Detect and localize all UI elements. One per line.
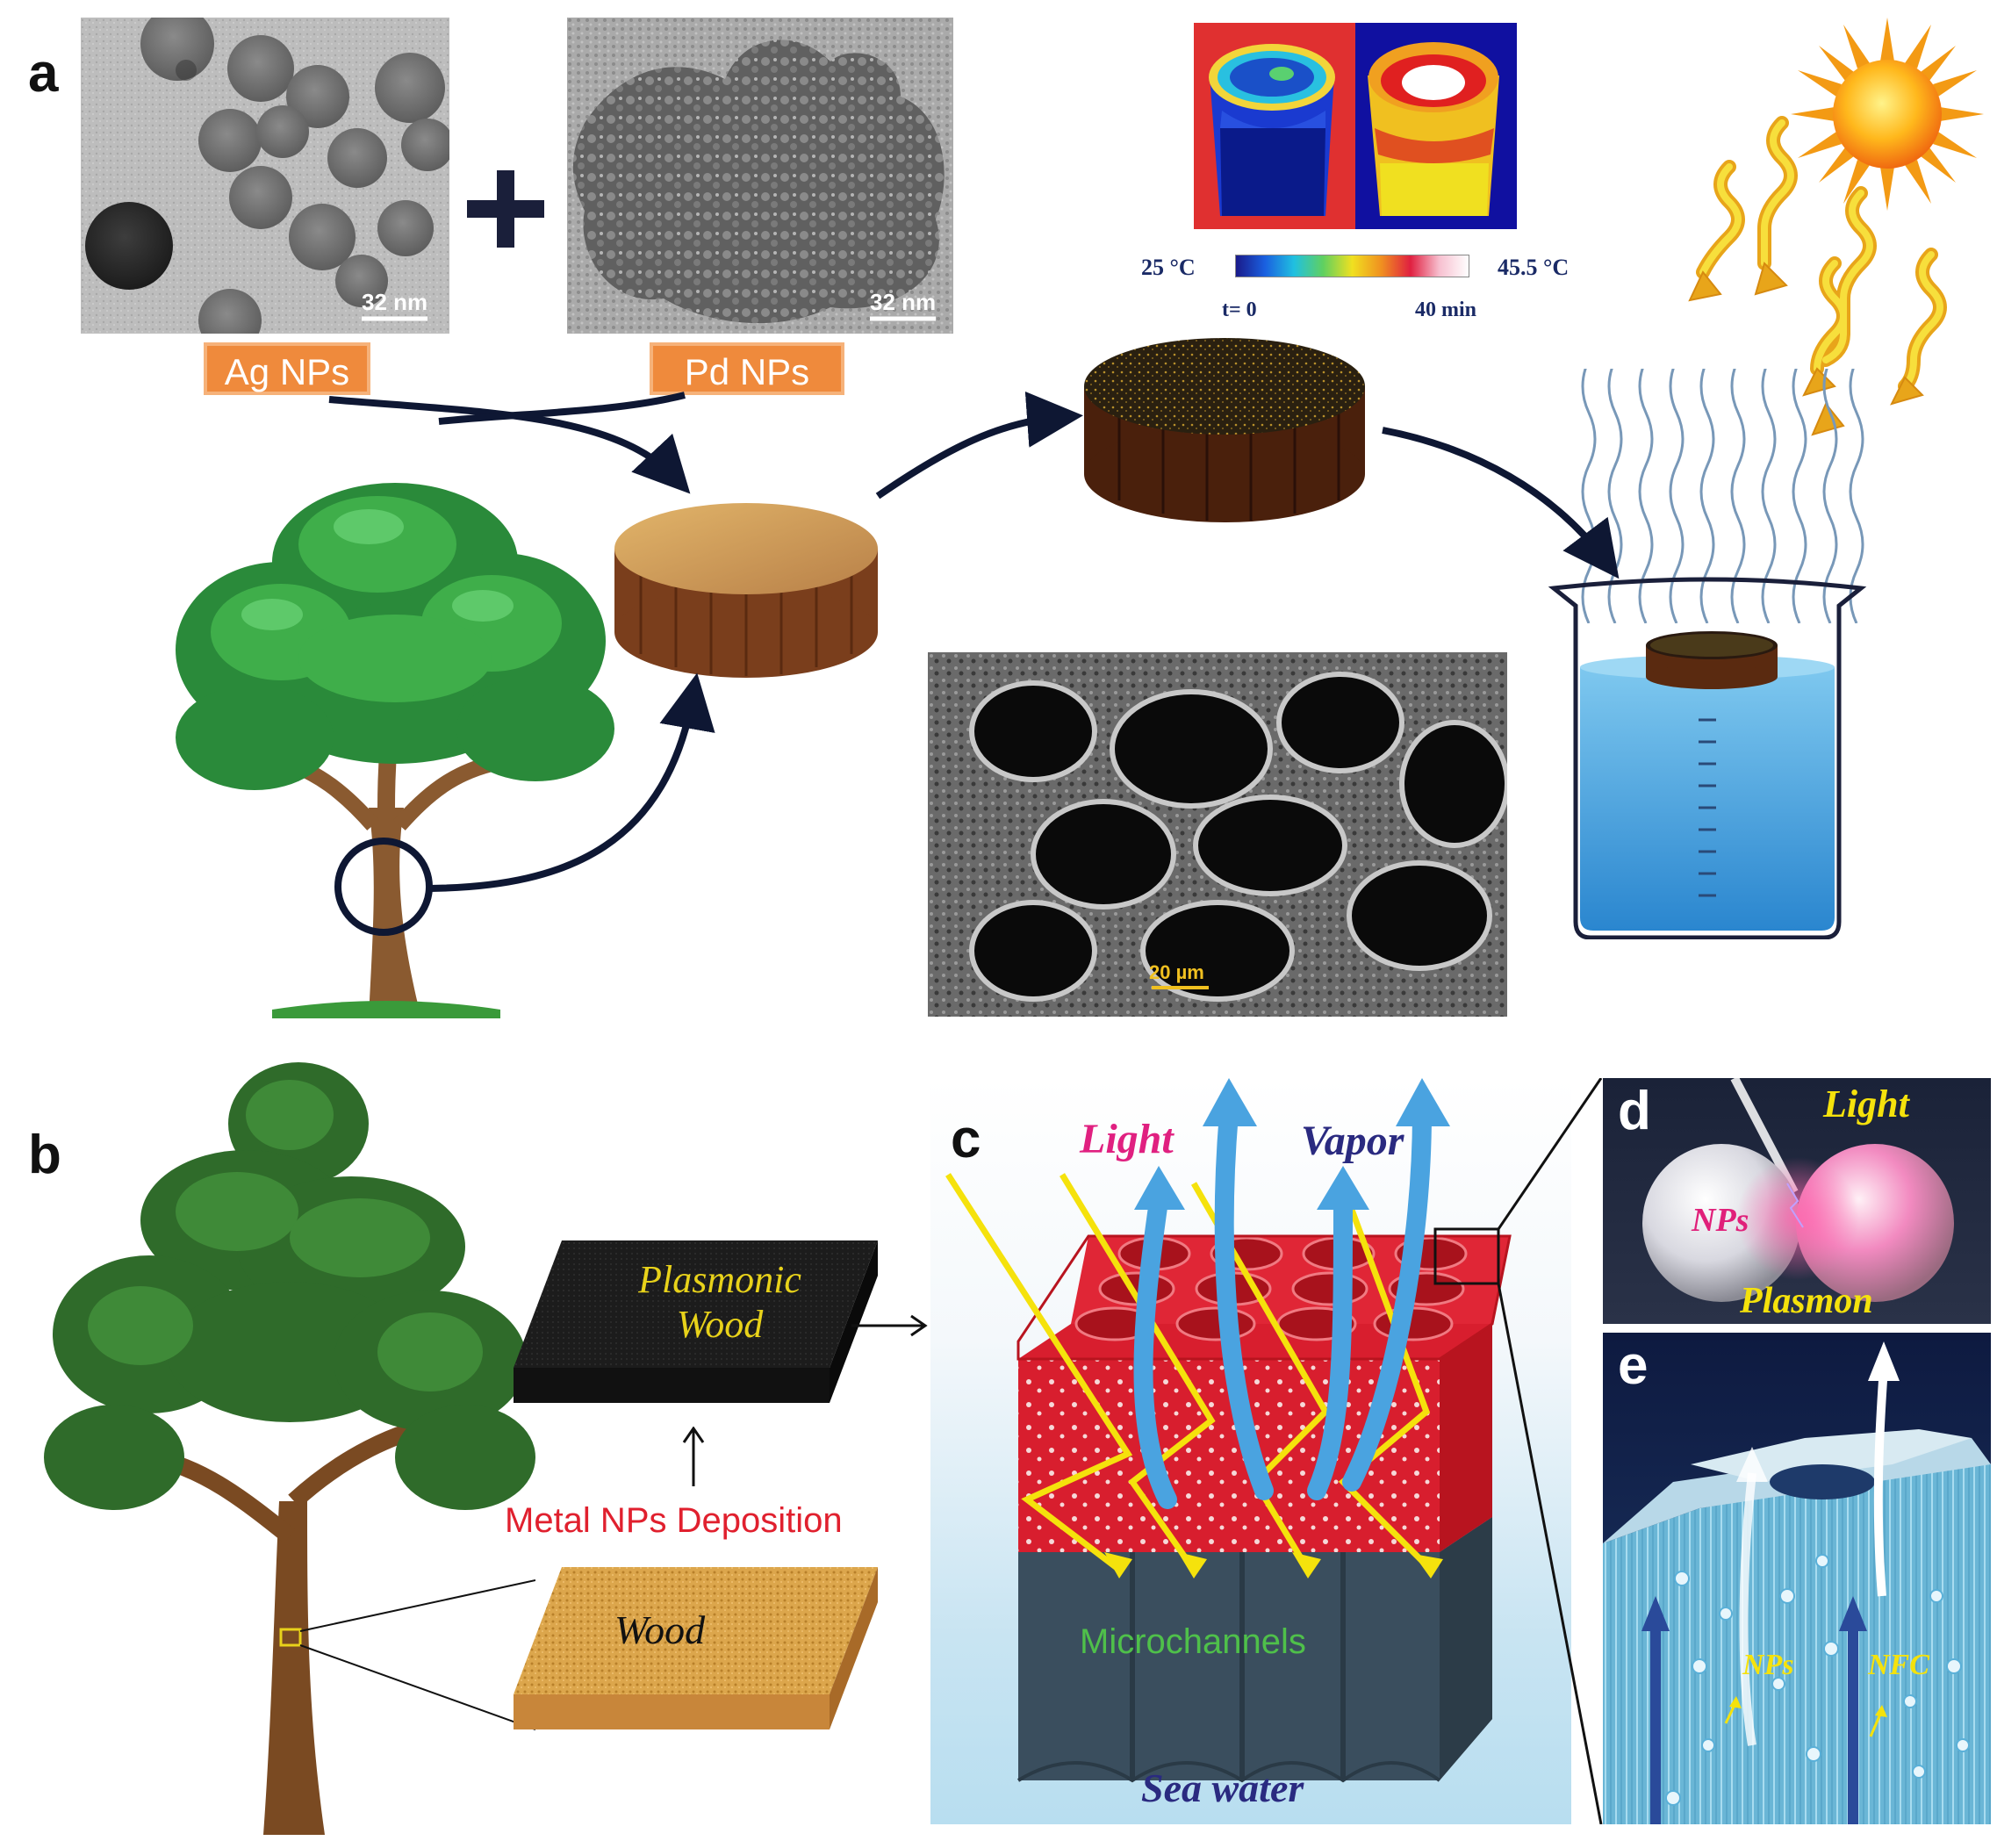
plasmonic-wood-slab [509,1236,878,1412]
nfc-label: NFC [1868,1649,1929,1681]
plasmonic-label-line1: Plasmonic [638,1258,801,1301]
sem-scale-text: 20 µm [1149,961,1204,983]
panel-label-b: b [28,1125,61,1185]
zoom-lines [1492,1077,1606,1825]
panel-label-e: e [1618,1335,1649,1396]
vapor-strands [1571,359,1870,624]
sea-water-label: Sea water [1141,1765,1304,1810]
tem-image-ag: 32 nm [81,18,449,334]
sun-icon [1791,18,1984,211]
sunlight-rays [1633,114,1966,483]
light-label-d: Light [1823,1082,1909,1125]
temperature-colorbar [1235,255,1469,277]
temp-max-label: 45.5 °C [1498,255,1570,280]
beaker-icon [1545,571,1870,940]
plasmon-label: Plasmon [1740,1281,1873,1321]
pd-scale-text: 32 nm [870,289,936,315]
wood-disc [606,496,887,680]
microchannel-block [930,1078,1571,1824]
panel-label-d: d [1618,1081,1651,1141]
ag-nps-label: Ag NPs [204,342,370,395]
plus-icon [463,167,548,251]
vapor-label: Vapor [1301,1118,1404,1164]
tree-icon-b [44,1045,536,1835]
arrow-to-c [851,1312,930,1339]
wood-slab [509,1563,878,1738]
plasmonic-label: Plasmonic Wood [579,1257,860,1347]
tree-icon [167,474,623,1018]
plasmonic-wood-disc [1075,334,1374,527]
microchannels-label: Microchannels [1080,1622,1306,1661]
arrow-up-deposition [680,1426,707,1488]
nps-label-d: NPs [1692,1202,1749,1239]
tem-image-pd: 32 nm [567,18,953,334]
panel-e-background [1603,1333,1991,1824]
deposition-label: Metal NPs Deposition [505,1501,843,1540]
pd-nps-label: Pd NPs [650,342,844,395]
temp-min-label: 25 °C [1141,255,1196,280]
wood-label: Wood [614,1607,706,1652]
time-start-label: t= 0 [1222,298,1257,321]
light-label-c: Light [1080,1116,1174,1162]
panel-label-a: a [28,43,59,104]
panel-label-c: c [951,1109,981,1169]
nps-label-e: NPs [1742,1649,1794,1681]
panel-d-background [1603,1075,1991,1324]
time-end-label: 40 min [1415,298,1477,321]
ag-scale-text: 32 nm [362,289,427,315]
plasmonic-label-line2: Wood [676,1303,764,1346]
thermal-image [1194,23,1517,229]
sem-image: 20 µm [928,652,1510,1017]
